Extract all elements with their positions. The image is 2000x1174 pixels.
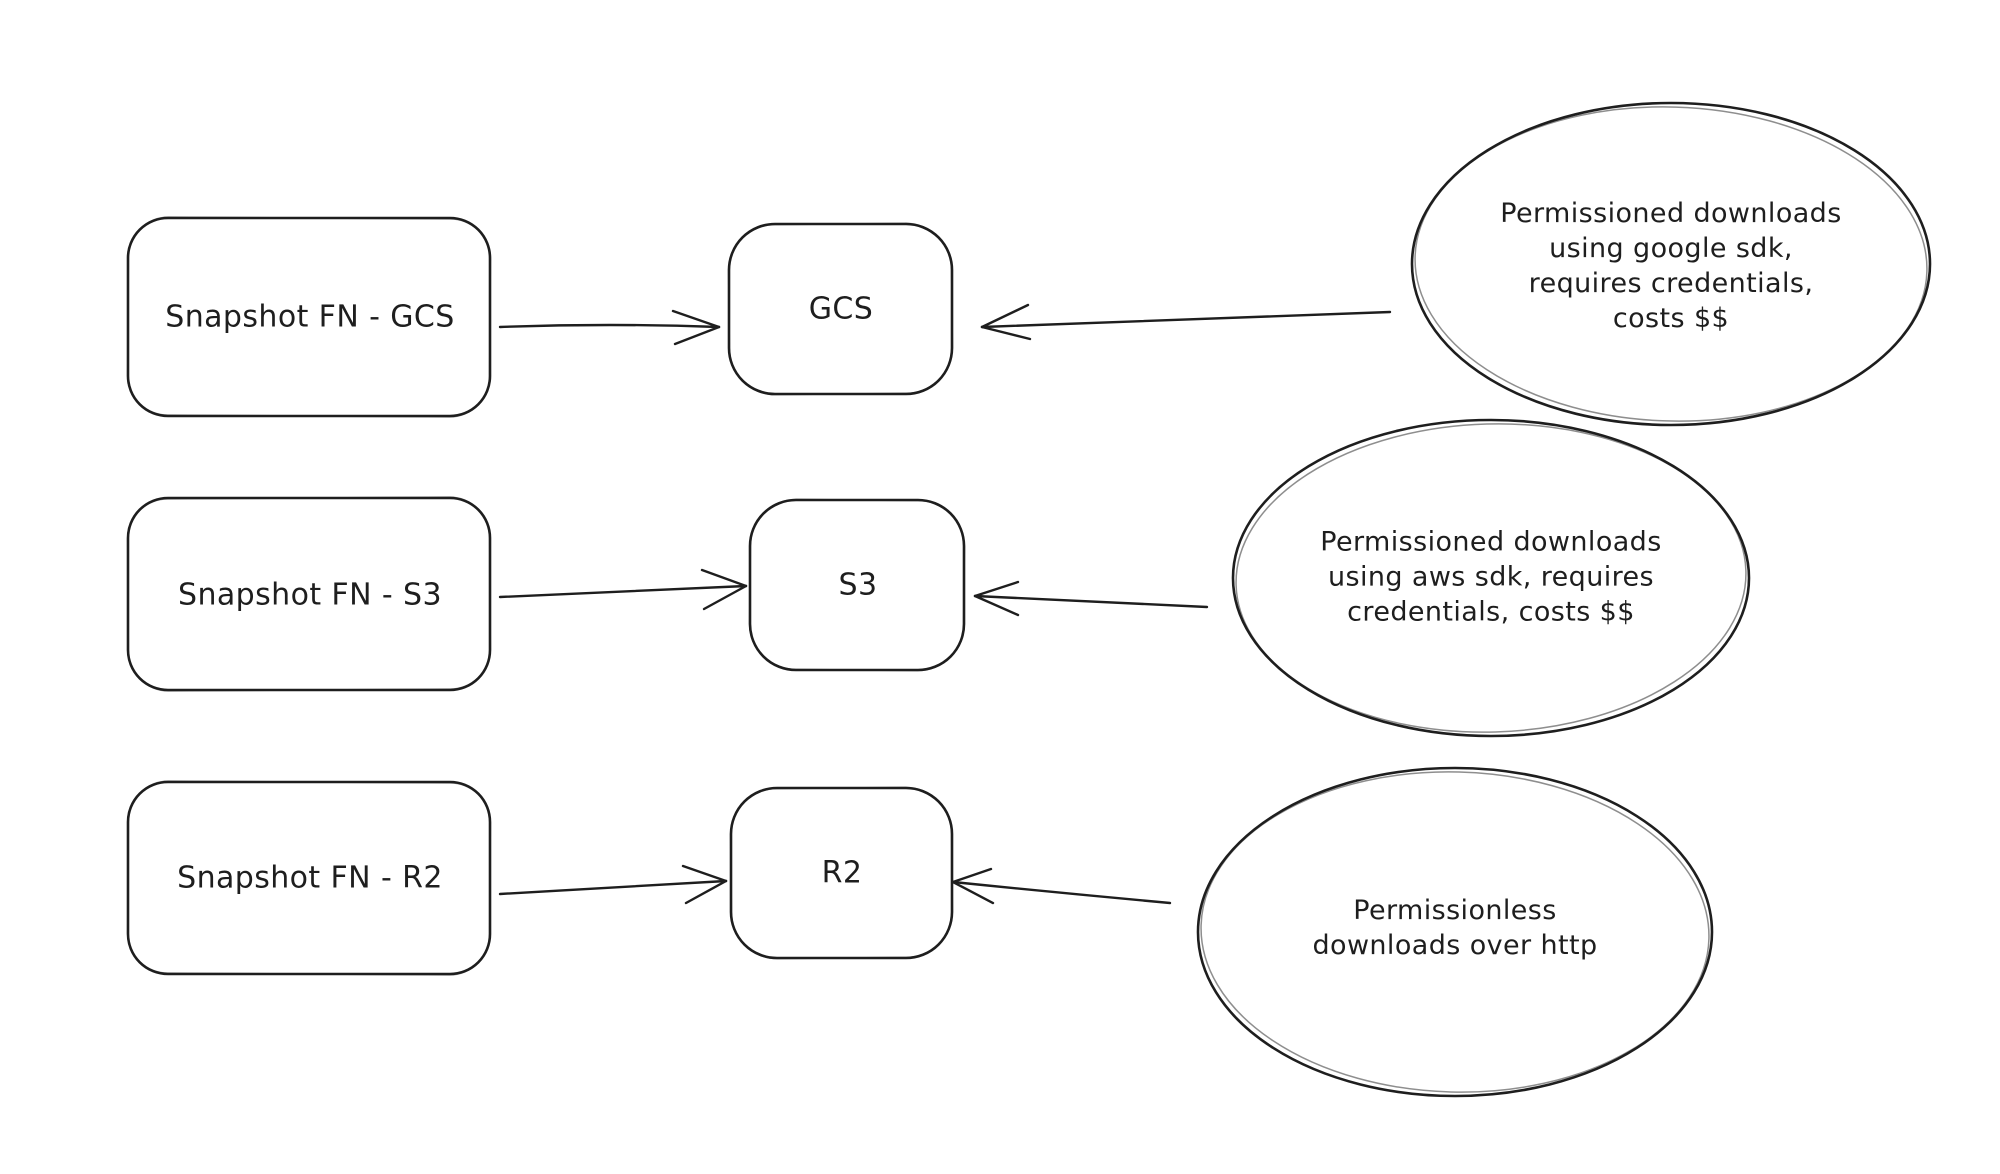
note-line: downloads over http [1312, 930, 1598, 961]
source-box-gcs-label: Snapshot FN - GCS [165, 299, 455, 335]
note-line: requires credentials, [1528, 268, 1814, 299]
note-line: costs $$ [1612, 303, 1730, 334]
note-line: Permissioned downloads [1500, 198, 1842, 229]
target-box-gcs-shape [727, 222, 954, 396]
note-ellipse-s3-shape [1231, 418, 1751, 738]
target-box-r2-shape [729, 786, 954, 960]
note-ellipse-gcs-shape [1410, 101, 1932, 427]
target-box-gcs-label: GCS [808, 291, 874, 327]
source-box-gcs-shape [126, 216, 492, 418]
source-box-r2-label: Snapshot FN - R2 [177, 860, 443, 896]
note-line: credentials, costs $$ [1347, 596, 1635, 628]
note-r2-text: Permissionless downloads over http [1312, 893, 1597, 963]
arrow-source-to-s3 [498, 568, 748, 611]
target-box-s3-shape [748, 498, 966, 672]
arrow-source-to-gcs [498, 309, 721, 346]
source-box-s3-shape [126, 496, 492, 692]
note-line: Permissioned downloads [1320, 526, 1662, 558]
arrow-source-to-r2 [498, 864, 728, 905]
note-ellipse-r2-shape [1196, 766, 1714, 1098]
arrow-note-to-s3 [973, 580, 1209, 617]
note-line: using google sdk, [1549, 233, 1793, 264]
source-box-s3-label: Snapshot FN - S3 [178, 577, 442, 613]
target-box-r2-label: R2 [821, 855, 863, 891]
target-box-s3-label: S3 [838, 567, 878, 603]
arrow-note-to-r2 [951, 867, 1172, 905]
note-line: Permissionless [1353, 895, 1557, 926]
note-s3-text: Permissioned downloads using aws sdk, re… [1320, 525, 1661, 630]
source-box-r2-shape [126, 780, 492, 976]
arrow-note-to-gcs [980, 303, 1392, 341]
note-gcs-text: Permissioned downloads using google sdk,… [1500, 196, 1841, 336]
note-line: using aws sdk, requires [1327, 561, 1655, 593]
